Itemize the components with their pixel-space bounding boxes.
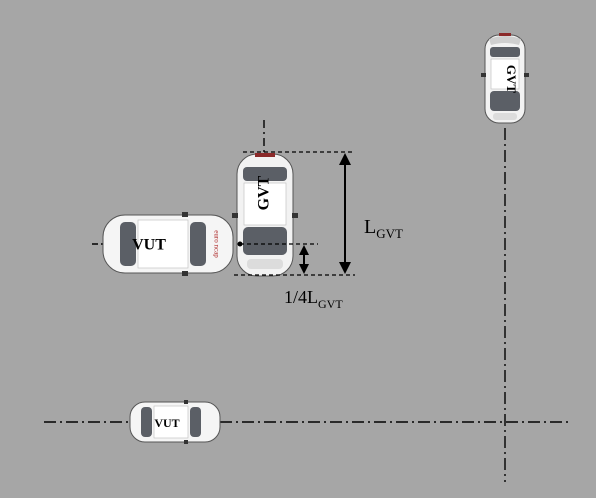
gvt-far-label: GVT <box>504 65 519 94</box>
quarter-arrowhead-bottom <box>299 264 309 274</box>
gvt-length-arrowhead-top <box>339 153 351 165</box>
gvt-length-arrowhead-bottom <box>339 262 351 274</box>
quarter-arrowhead-top <box>299 245 309 255</box>
gvt-far-car: GVT <box>481 33 529 124</box>
gvt-impact-label: GVT <box>256 175 273 210</box>
quarter-length-label: 1/4LGVT <box>284 287 343 311</box>
path-lines <box>44 120 568 482</box>
vut-start-car: VUT <box>129 400 221 444</box>
vut-start-label: VUT <box>154 416 179 430</box>
vut-side-logo: euro ncap <box>212 230 220 258</box>
quarter-length-subscript: GVT <box>318 297 343 311</box>
gvt-length-label: LGVT <box>364 216 403 241</box>
gvt-length-subscript: GVT <box>376 226 403 241</box>
vut-impact-car: VUT euro ncap <box>102 212 243 276</box>
arrowheads <box>299 153 351 274</box>
vut-impact-label: VUT <box>132 237 166 254</box>
gvt-impact-car: GVT <box>232 153 298 277</box>
